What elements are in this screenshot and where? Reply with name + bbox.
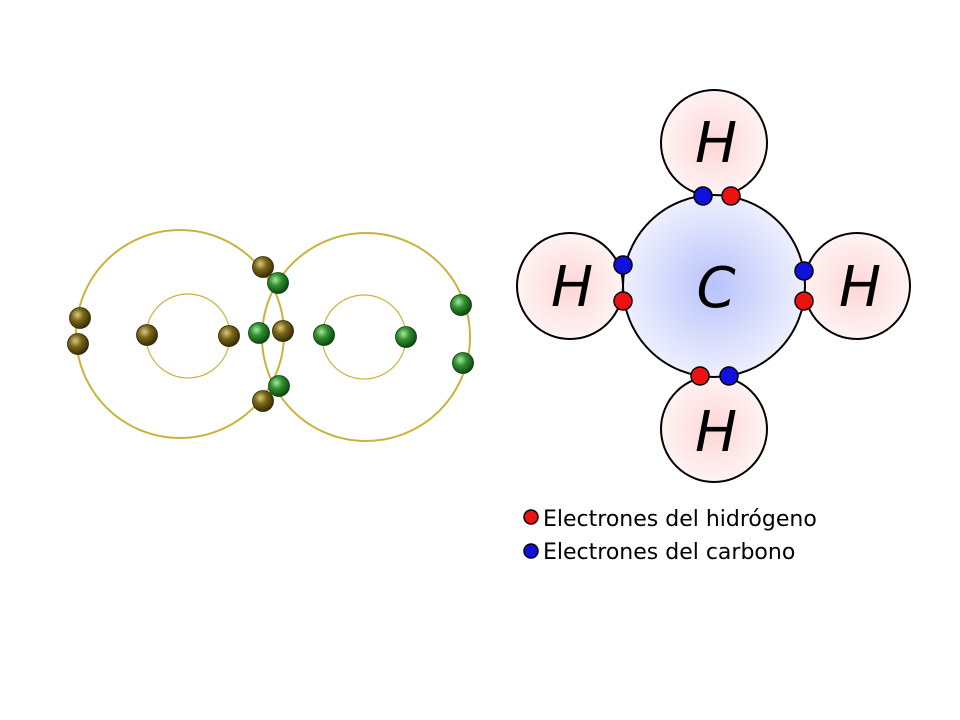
hydrogen-electron-bottom — [690, 366, 710, 386]
methane-diagram: C H H H H — [516, 89, 911, 483]
carbon-electron-left — [613, 255, 633, 275]
atom-b-electron-11 — [313, 324, 335, 346]
atom-a-electron-7 — [252, 390, 274, 412]
carbon-electron-bottom — [719, 366, 739, 386]
hydrogen-electron-right — [794, 291, 814, 311]
atom-b-outer-shell — [261, 232, 471, 442]
hydrogen-electron-top — [721, 186, 741, 206]
carbon-atom — [622, 194, 806, 378]
carbon-electron-right — [794, 261, 814, 281]
atom-b-electron-8 — [267, 272, 289, 294]
carbon-label: C — [696, 256, 735, 321]
atom-b-electron-9 — [248, 322, 270, 344]
atom-a-electron-2 — [67, 333, 89, 355]
legend-carbon-swatch — [523, 543, 539, 559]
hydrogen-label-bottom: H — [695, 400, 737, 465]
hydrogen-label-right: H — [839, 255, 881, 320]
atom-b-electron-14 — [452, 352, 474, 374]
legend-hydrogen-swatch — [523, 509, 539, 525]
atom-b-electron-10 — [268, 375, 290, 397]
atom-a-electron-1 — [69, 307, 91, 329]
legend-carbon-label: Electrones del carbono — [543, 540, 795, 565]
hydrogen-label-top: H — [695, 111, 737, 176]
shared-electron-shell-diagram — [67, 229, 474, 442]
atom-b-electron-12 — [395, 326, 417, 348]
atom-a-electron-3 — [136, 324, 158, 346]
hydrogen-electron-left — [613, 291, 633, 311]
atom-a-inner-shell — [145, 293, 231, 379]
atom-a-electron-4 — [218, 325, 240, 347]
carbon-electron-top — [693, 186, 713, 206]
legend-hydrogen-label: Electrones del hidrógeno — [543, 507, 817, 532]
atom-a-electron-5 — [252, 256, 274, 278]
atom-a-electron-6 — [272, 320, 294, 342]
legend: Electrones del hidrógeno Electrones del … — [523, 507, 817, 565]
shell-electrons — [67, 256, 474, 412]
hydrogen-label-left: H — [551, 255, 593, 320]
atom-b-electron-13 — [450, 294, 472, 316]
